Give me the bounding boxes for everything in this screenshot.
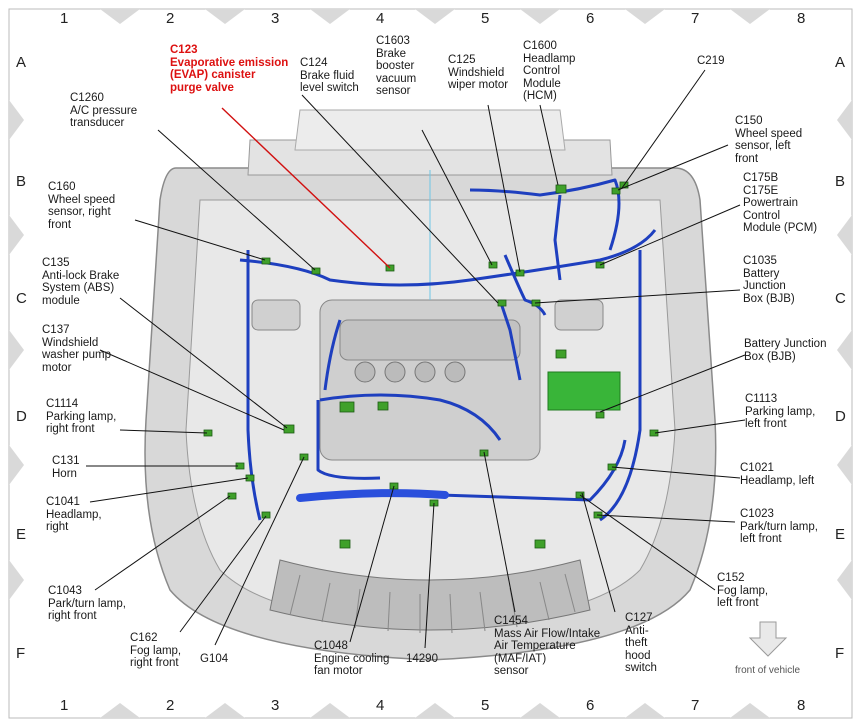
label-c137: C137 Windshield washer pump motor [42,324,112,374]
label-bjb: Battery Junction Box (BJB) [744,338,827,363]
grid-row-e-left: E [16,526,27,543]
label-c1023: C1023 Park/turn lamp, left front [740,508,818,545]
grid-row-a-right: A [835,54,846,71]
label-c1043: C1043 Park/turn lamp, right front [48,585,126,622]
label-c160: C160 Wheel speed sensor, right front [48,181,116,231]
label-c1600: C1600 Headlamp Control Module (HCM) [523,40,576,102]
label-c150: C150 Wheel speed sensor, left front [735,115,803,165]
label-c1035: C1035 Battery Junction Box (BJB) [743,255,795,305]
grid-row-b-right: B [835,173,846,190]
grid-col-8-top: 8 [797,10,806,27]
grid-row-c-left: C [16,290,27,307]
grid-col-4-bottom: 4 [376,697,385,714]
grid-col-7-bottom: 7 [691,697,700,714]
label-c127: C127 Anti- theft hood switch [625,612,657,674]
grid-row-c-right: C [835,290,846,307]
label-c1113: C1113 Parking lamp, left front [745,393,816,430]
grid-row-f-right: F [835,645,845,662]
main-trunk [296,489,449,502]
grid-col-1-bottom: 1 [60,697,69,714]
label-c152: C152 Fog lamp, left front [717,572,769,609]
vehicle-body [144,109,717,661]
grid-col-3-bottom: 3 [271,697,280,714]
grid-col-5-top: 5 [481,10,490,27]
label-c175: C175B C175E Powertrain Control Module (P… [743,172,818,234]
grid-col-4-top: 4 [376,10,385,27]
grid-row-b-left: B [16,173,27,190]
grid-row-f-left: F [16,645,26,662]
grid-col-8-bottom: 8 [797,697,806,714]
grid-col-2-top: 2 [166,10,175,27]
label-c131: C131 Horn [52,455,80,480]
grid-col-6-top: 6 [586,10,595,27]
grid-row-d-left: D [16,408,27,425]
grid-border-marks [9,9,852,718]
highlight-leader [221,107,391,269]
label-c1454: C1454 Mass Air Flow/Intake Air Temperatu… [494,615,601,677]
grid-col-5-bottom: 5 [481,697,490,714]
grid-col-3-top: 3 [271,10,280,27]
label-c1603: C1603 Brake booster vacuum sensor [376,35,417,97]
front-arrow-icon [748,621,788,657]
front-of-vehicle-label: front of vehicle [735,665,801,676]
label-c1114: C1114 Parking lamp, right front [46,398,117,435]
label-c1048: C1048 Engine cooling fan motor [314,640,390,677]
grid-col-7-top: 7 [691,10,700,27]
label-c1021: C1021 Headlamp, left [740,462,815,487]
label-c125: C125 Windshield wiper motor [448,54,509,91]
label-c1260: C1260 A/C pressure transducer [70,92,138,129]
leader-lines [86,69,746,649]
label-g104: G104 [200,653,229,665]
label-c219: C219 [697,55,725,67]
grid-col-1-top: 1 [60,10,69,27]
grid-row-a-left: A [16,54,27,71]
label-c123: C123 Evaporative emission (EVAP) caniste… [170,44,289,94]
grid-col-6-bottom: 6 [586,697,595,714]
grid-col-2-bottom: 2 [166,697,175,714]
label-c135: C135 Anti-lock Brake System (ABS) module [42,257,120,307]
grid-row-d-right: D [835,408,846,425]
label-c162: C162 Fog lamp, right front [130,632,182,669]
grid-row-e-right: E [835,526,846,543]
label-c124: C124 Brake fluid level switch [300,57,359,94]
label-14290: 14290 [406,653,438,665]
label-c1041: C1041 Headlamp, right [46,496,102,533]
